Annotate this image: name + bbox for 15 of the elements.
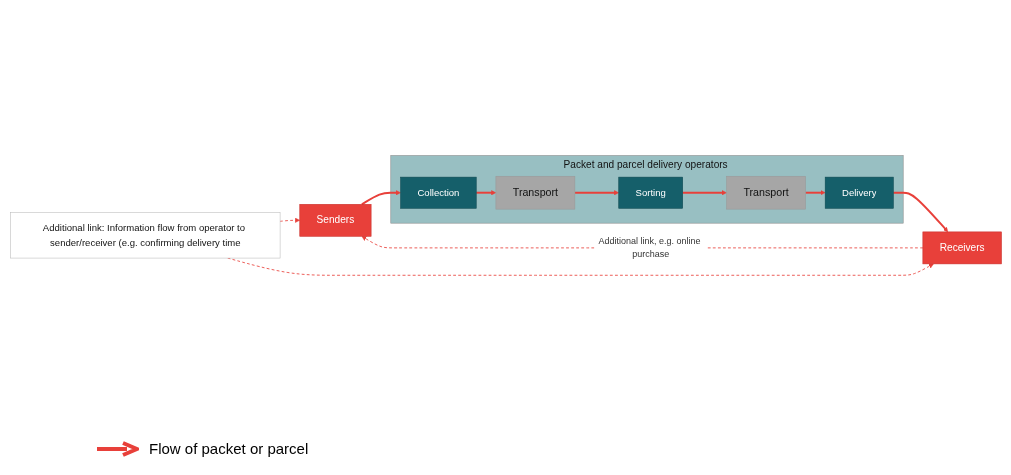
edge-label: Additional link, e.g. online purchase	[598, 235, 700, 259]
node-box: Senders	[299, 203, 371, 237]
arrow	[474, 189, 496, 195]
node-box: Transport	[725, 175, 806, 209]
arrow	[891, 191, 948, 232]
node-box: Receivers	[922, 231, 1002, 264]
arrow	[681, 189, 727, 195]
arrow	[573, 189, 619, 195]
node-box: Collection	[399, 176, 476, 209]
node-box: Sorting	[617, 176, 683, 209]
node-box: Delivery	[824, 176, 894, 209]
arrow	[804, 189, 825, 195]
legend-text: Flow of packet or parcel	[149, 440, 309, 457]
node-box: Additional link: Information flow from operator to sender/receiver (e.g. confirming delivery time	[9, 211, 280, 258]
node-box: Transport	[495, 175, 575, 209]
